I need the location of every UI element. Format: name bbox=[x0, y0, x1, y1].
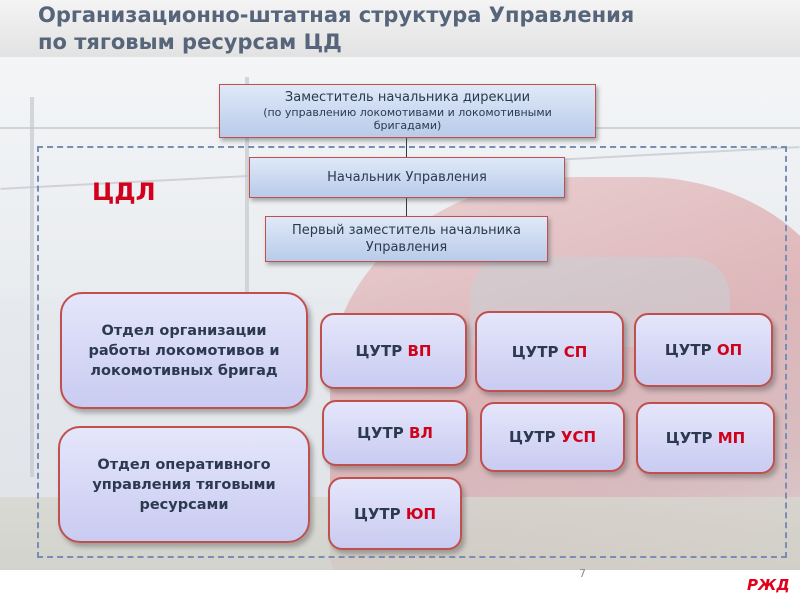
unit-sp-label: ЦУТР СП bbox=[512, 343, 588, 361]
unit-yup-label: ЦУТР ЮП bbox=[354, 505, 436, 523]
page-number: 7 bbox=[579, 567, 586, 580]
unit-yup-prefix: ЦУТР bbox=[353, 504, 401, 523]
department-2-label: Отдел оперативного управления тяговыми р… bbox=[92, 456, 276, 513]
unit-usp-prefix: ЦУТР bbox=[508, 428, 556, 446]
rzd-logo: РЖД bbox=[747, 576, 790, 594]
first-deputy-label: Первый заместитель начальника Управления bbox=[292, 223, 521, 255]
slide-title-line-1: Организационно-штатная структура Управле… bbox=[38, 3, 635, 27]
deputy-director-subtitle: (по управлению локомотивами и локомотивн… bbox=[263, 106, 552, 132]
group-label-cdl: ЦДЛ bbox=[92, 178, 156, 206]
unit-usp-label: ЦУТР УСП bbox=[509, 428, 596, 446]
rzd-logo-text: РЖД bbox=[747, 576, 790, 594]
department-1-label: Отдел организации работы локомотивов и л… bbox=[88, 322, 280, 379]
unit-box-vp: ЦУТР ВП bbox=[320, 313, 467, 389]
unit-box-usp: ЦУТР УСП bbox=[480, 402, 625, 472]
unit-op-label: ЦУТР ОП bbox=[665, 341, 742, 359]
unit-box-op: ЦУТР ОП bbox=[634, 313, 773, 387]
footer-bar bbox=[0, 570, 800, 600]
deputy-director-box: Заместитель начальника дирекции (по упра… bbox=[219, 84, 596, 138]
connector-head-to-deputy bbox=[406, 197, 407, 217]
unit-mp-code: МП bbox=[717, 429, 746, 447]
unit-mp-prefix: ЦУТР bbox=[665, 429, 713, 447]
unit-sp-prefix: ЦУТР bbox=[511, 342, 559, 361]
unit-box-sp: ЦУТР СП bbox=[475, 311, 624, 392]
deputy-director-title: Заместитель начальника дирекции bbox=[284, 90, 531, 105]
head-of-department-box: Начальник Управления bbox=[249, 157, 565, 198]
department-box-2: Отдел оперативного управления тяговыми р… bbox=[58, 426, 310, 543]
unit-vl-label: ЦУТР ВЛ bbox=[357, 424, 433, 442]
department-box-1: Отдел организации работы локомотивов и л… bbox=[60, 292, 308, 409]
unit-sp-code: СП bbox=[563, 342, 588, 361]
head-of-department-label: Начальник Управления bbox=[327, 169, 487, 185]
unit-vl-prefix: ЦУТР bbox=[357, 424, 404, 442]
unit-box-yup: ЦУТР ЮП bbox=[328, 477, 462, 550]
cdl-group-frame bbox=[37, 146, 787, 558]
unit-vp-label: ЦУТР ВП bbox=[356, 342, 432, 360]
unit-op-prefix: ЦУТР bbox=[664, 341, 712, 359]
unit-usp-code: УСП bbox=[560, 428, 597, 446]
unit-yup-code: ЮП bbox=[405, 504, 437, 523]
connector-top-to-head bbox=[406, 137, 407, 157]
header-bar: Организационно-штатная структура Управле… bbox=[0, 0, 800, 57]
catenary-pole bbox=[30, 97, 34, 477]
slide-title: Организационно-штатная структура Управле… bbox=[38, 2, 778, 56]
slide-title-line-2: по тяговым ресурсам ЦД bbox=[38, 30, 342, 54]
catenary-pole bbox=[245, 77, 249, 377]
first-deputy-box: Первый заместитель начальника Управления bbox=[265, 216, 548, 262]
unit-box-mp: ЦУТР МП bbox=[636, 402, 775, 474]
unit-vl-code: ВЛ bbox=[409, 424, 433, 442]
unit-vp-prefix: ЦУТР bbox=[355, 342, 403, 360]
unit-vp-code: ВП bbox=[407, 342, 432, 360]
unit-mp-label: ЦУТР МП bbox=[666, 429, 745, 447]
unit-box-vl: ЦУТР ВЛ bbox=[322, 400, 468, 466]
unit-op-code: ОП bbox=[716, 341, 743, 359]
